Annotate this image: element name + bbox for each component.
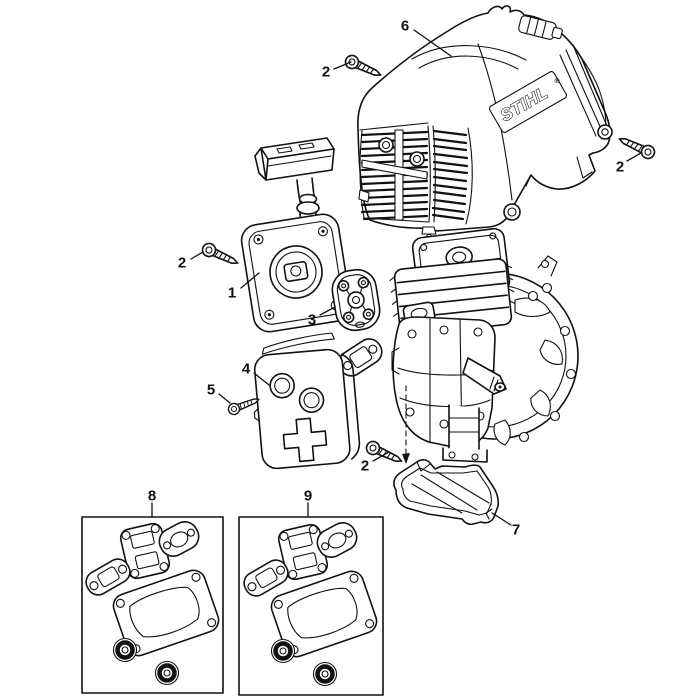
callout-rewind-starter: 1 xyxy=(227,284,237,302)
callout-muffler-screw: 5 xyxy=(206,381,216,399)
deflector-guard xyxy=(393,459,500,526)
stihl-logo: STIHL ® xyxy=(489,71,567,133)
registered-mark: ® xyxy=(553,76,562,86)
screw-2-cover-left xyxy=(342,52,385,83)
screw-2-starter xyxy=(199,240,242,271)
exhaust-gasket xyxy=(337,338,383,377)
cover-screw-boss xyxy=(503,203,521,221)
gasket-set-9-box xyxy=(238,516,384,696)
callout-muffler: 4 xyxy=(241,360,251,378)
assembly-dashed-line xyxy=(402,385,410,464)
screw-5-muffler xyxy=(226,393,262,417)
plug-boot xyxy=(518,15,563,40)
screw-2-bottom xyxy=(363,438,406,469)
callout-screw-starter: 2 xyxy=(177,254,187,272)
callout-gasket-set-left: 8 xyxy=(147,487,157,505)
callout-deflector-guard: 7 xyxy=(511,521,521,539)
stihl-logo-frame xyxy=(489,71,567,133)
rewind-starter xyxy=(240,137,352,333)
callout-spacer-plate: 3 xyxy=(307,311,317,329)
leader-lines xyxy=(151,29,642,526)
starter-handle xyxy=(254,137,335,226)
starter-housing xyxy=(240,213,352,333)
gasket-set-8 xyxy=(81,516,224,694)
gasket-set-9-contents xyxy=(240,518,380,685)
cover-grille xyxy=(359,122,473,225)
callout-screw-cover-right: 2 xyxy=(615,158,625,176)
gasket-set-9 xyxy=(238,516,384,696)
gasket-set-8-contents xyxy=(82,517,222,684)
crankshaft-stub xyxy=(462,357,507,395)
engine-assembly xyxy=(389,227,579,464)
engine-cover: STIHL ® xyxy=(357,5,613,241)
callout-screw-cover-left: 2 xyxy=(321,63,331,81)
callout-screw-bottom: 2 xyxy=(360,457,370,475)
callout-engine-cover: 6 xyxy=(400,17,410,35)
spacer-plate xyxy=(331,268,381,332)
muffler xyxy=(253,332,361,470)
engine-mount-bracket xyxy=(442,404,488,463)
screw-2-cover-right xyxy=(615,131,658,162)
gasket-set-8-box xyxy=(81,516,224,694)
callout-gasket-set-right: 9 xyxy=(303,487,313,505)
